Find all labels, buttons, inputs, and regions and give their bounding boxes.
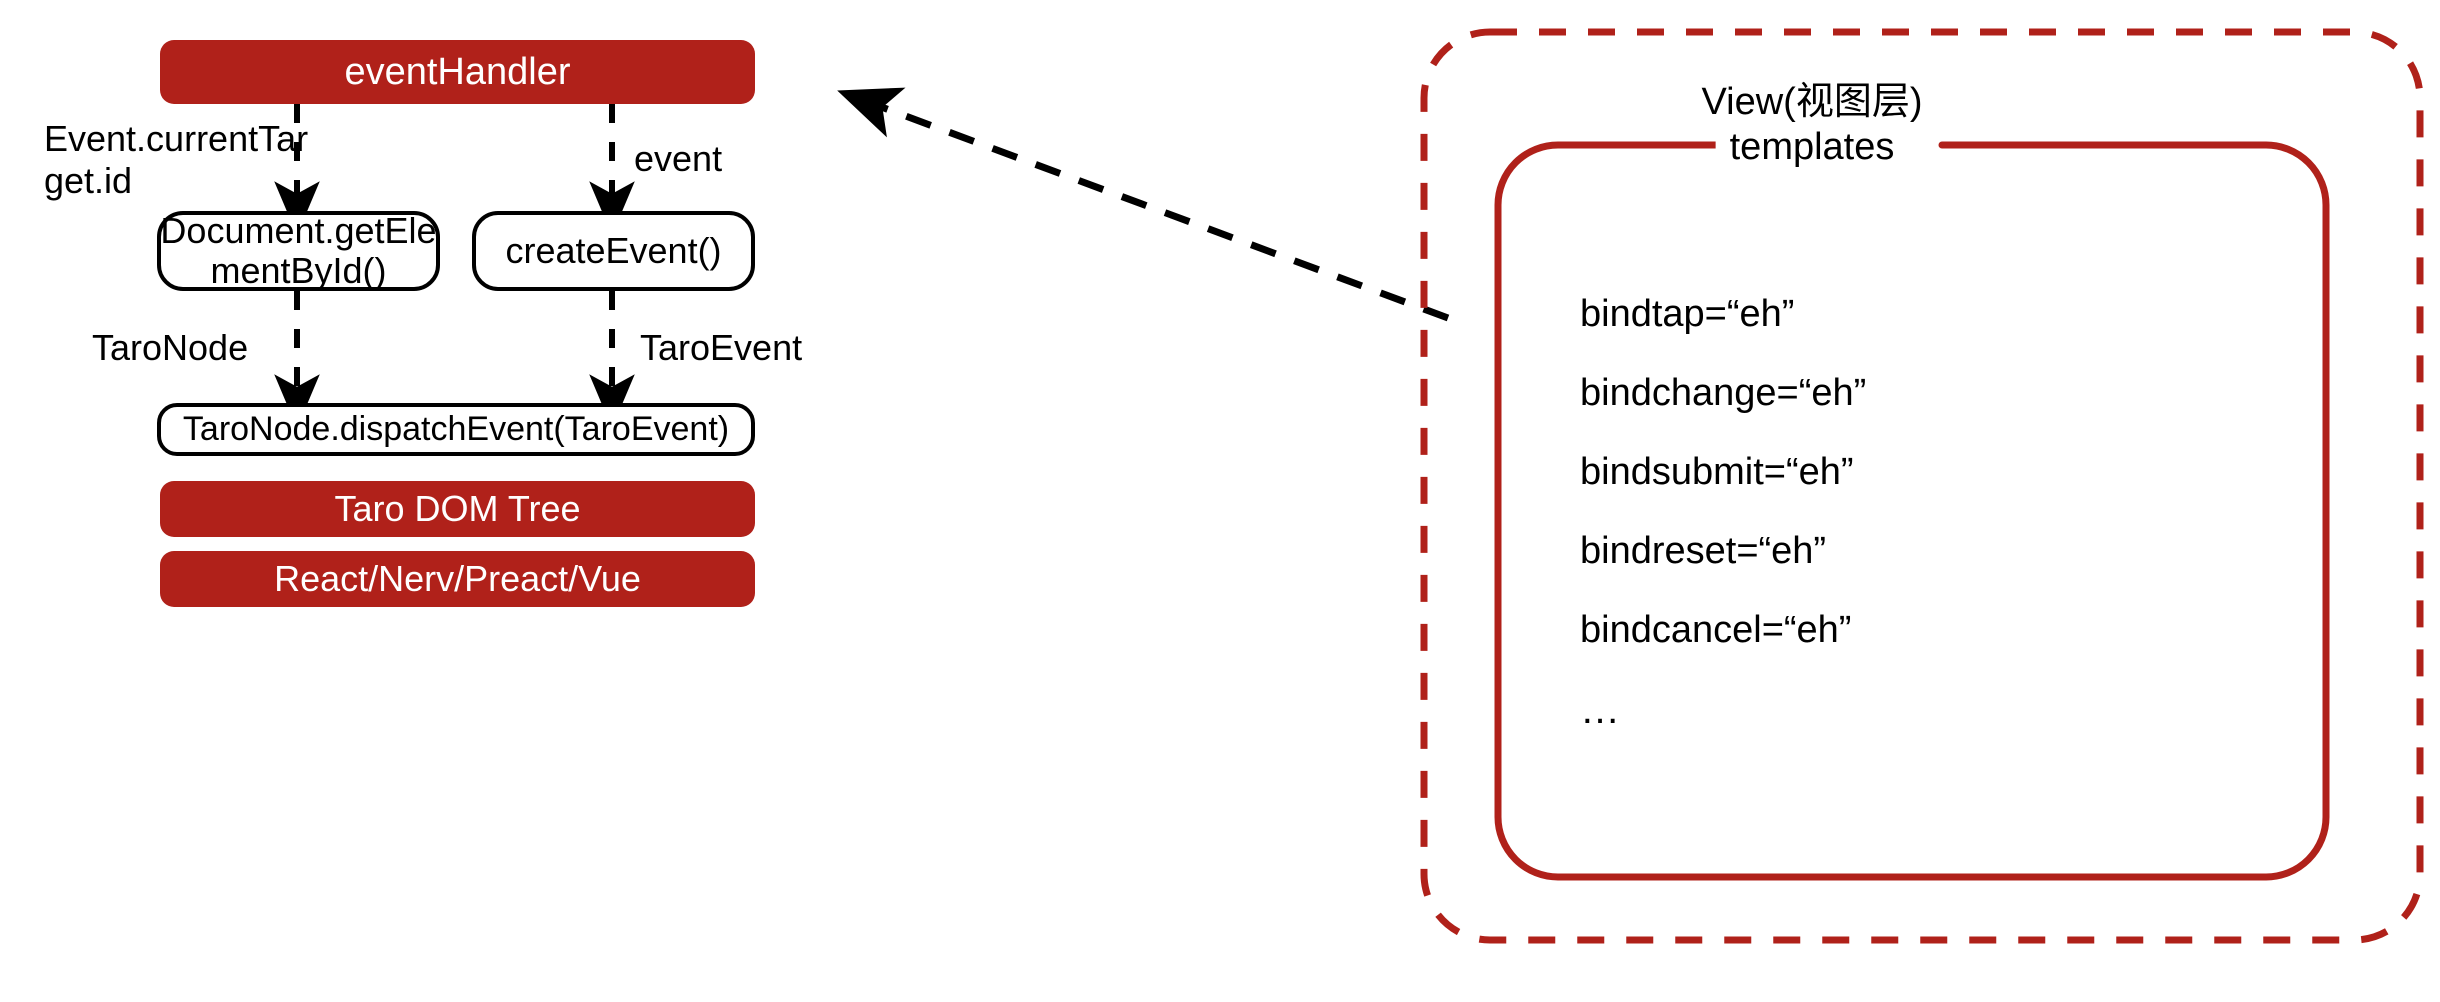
edge-label-event: event	[634, 138, 723, 179]
node-event-handler[interactable]: eventHandler	[160, 40, 755, 104]
view-layer-title: View(视图层)	[1701, 81, 1923, 123]
node-document-getelementbyid[interactable]: Document.getEle mentById()	[157, 209, 440, 291]
edge-label-taroevent: TaroEvent	[640, 327, 803, 368]
node-document-getelementbyid-label: Document.getEle mentById()	[160, 209, 437, 291]
node-react-nerv-preact-vue[interactable]: React/Nerv/Preact/Vue	[160, 551, 755, 607]
list-item: bindsubmit=“eh”	[1580, 451, 1854, 493]
edge-view-to-eventhandler	[837, 87, 1450, 322]
node-taro-dom-tree[interactable]: Taro DOM Tree	[160, 481, 755, 537]
node-taronode-dispatchevent-label: TaroNode.dispatchEvent(TaroEvent)	[182, 410, 730, 449]
list-item: bindreset=“eh”	[1580, 530, 1827, 572]
edge-label-event-currenttarget-id: Event.currentTar get.id	[44, 118, 309, 202]
list-item-ellipsis: …	[1580, 688, 1622, 732]
edge-label-taronode: TaroNode	[92, 327, 249, 368]
list-item: bindchange=“eh”	[1580, 372, 1867, 414]
node-create-event[interactable]: createEvent()	[472, 211, 755, 291]
node-react-nerv-preact-vue-label: React/Nerv/Preact/Vue	[274, 557, 641, 599]
node-taro-dom-tree-label: Taro DOM Tree	[334, 487, 581, 529]
templates-group-legend: templates	[1715, 126, 1909, 169]
node-taronode-dispatchevent[interactable]: TaroNode.dispatchEvent(TaroEvent)	[157, 403, 755, 456]
list-item: bindtap=“eh”	[1580, 293, 1795, 335]
template-bindings-list: bindtap=“eh” bindchange=“eh” bindsubmit=…	[1580, 295, 2100, 771]
node-event-handler-label: eventHandler	[344, 50, 571, 93]
list-item: bindcancel=“eh”	[1580, 609, 1852, 651]
node-create-event-label: createEvent()	[505, 229, 722, 271]
